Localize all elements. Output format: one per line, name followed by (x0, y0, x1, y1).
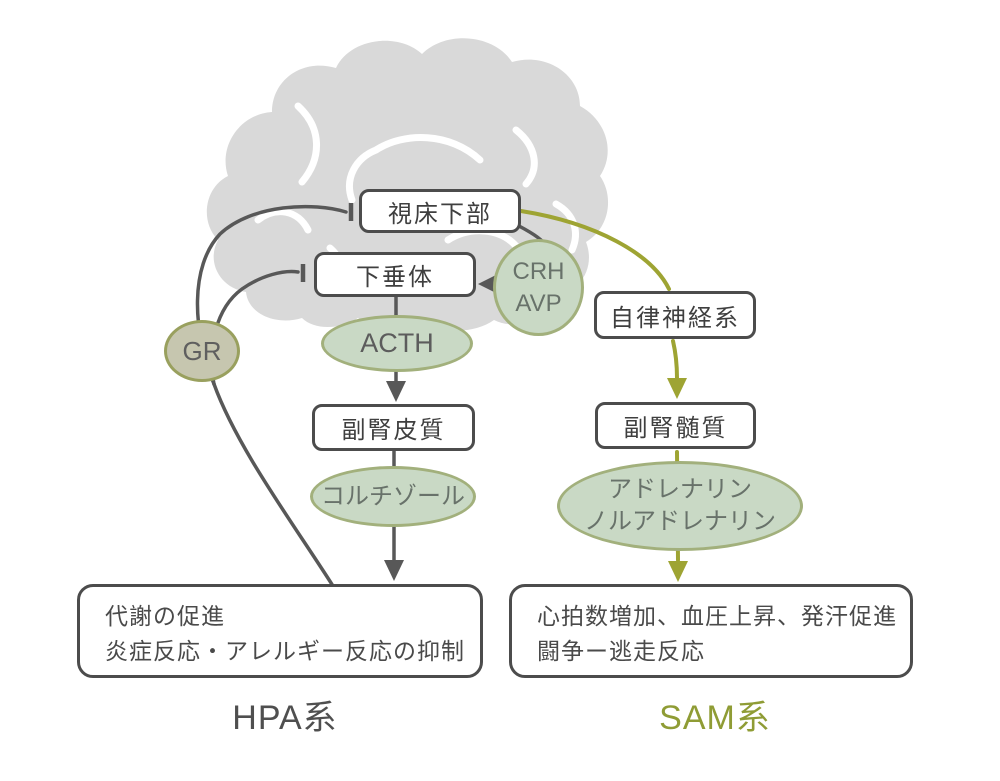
node-adrenal-cortex-label: 副腎皮質 (341, 417, 446, 444)
hpa-effect-line1: 代謝の促進 (105, 603, 225, 629)
node-adrenal-cortex: 副腎皮質 (312, 404, 475, 451)
feedback-trunk (212, 382, 335, 588)
node-pituitary-label: 下垂体 (356, 264, 434, 291)
node-adrenaline: アドレナリン ノルアドレナリン (557, 461, 803, 551)
arrow-autonomic-to-medulla (671, 339, 679, 380)
node-autonomic-label: 自律神経系 (610, 304, 740, 332)
gr-label: GR (182, 335, 222, 366)
arrowhead-down-icon (384, 560, 404, 581)
node-hypothalamus: 視床下部 (359, 189, 521, 233)
arrow-hypothalamus-to-autonomic (519, 209, 671, 291)
arrowhead-down-icon (386, 381, 406, 402)
hpa-system-label: HPA系 (232, 699, 338, 737)
brain-gyrus-icon (254, 208, 312, 234)
sam-system-label: SAM系 (659, 699, 771, 737)
sam-effects-box: 心拍数増加、血圧上昇、発汗促進 闘争ー逃走反応 (509, 584, 913, 678)
node-crh-avp: CRH AVP (493, 239, 584, 336)
brain-gyrus-icon (294, 102, 320, 186)
node-acth: ACTH (321, 315, 473, 372)
hpa-effects-box: 代謝の促進 炎症反応・アレルギー反応の抑制 (77, 584, 483, 678)
cortisol-label: コルチゾール (321, 482, 465, 510)
sam-effect-line2: 闘争ー逃走反応 (537, 638, 705, 664)
sam-effect-line1: 心拍数増加、血圧上昇、発汗促進 (537, 603, 897, 629)
brain-gyrus-icon (346, 134, 484, 204)
brain-gyrus-icon (512, 126, 538, 188)
node-cortisol: コルチゾール (310, 466, 476, 527)
node-gr: GR (164, 320, 240, 382)
node-autonomic-nervous-system: 自律神経系 (594, 291, 756, 339)
avp-label: AVP (515, 289, 562, 317)
node-hypothalamus-label: 視床下部 (388, 200, 492, 228)
arrowhead-down-icon (668, 561, 688, 582)
acth-label: ACTH (360, 327, 434, 358)
adrenaline-label: アドレナリン (608, 476, 752, 504)
hpa-effect-line2: 炎症反応・アレルギー反応の抑制 (105, 638, 465, 664)
arrowhead-down-icon (667, 378, 687, 399)
node-pituitary: 下垂体 (314, 252, 476, 297)
crh-label: CRH (512, 257, 565, 285)
node-adrenal-medulla: 副腎髄質 (595, 402, 756, 449)
noradrenaline-label: ノルアドレナリン (584, 508, 776, 535)
node-adrenal-medulla-label: 副腎髄質 (623, 415, 728, 442)
